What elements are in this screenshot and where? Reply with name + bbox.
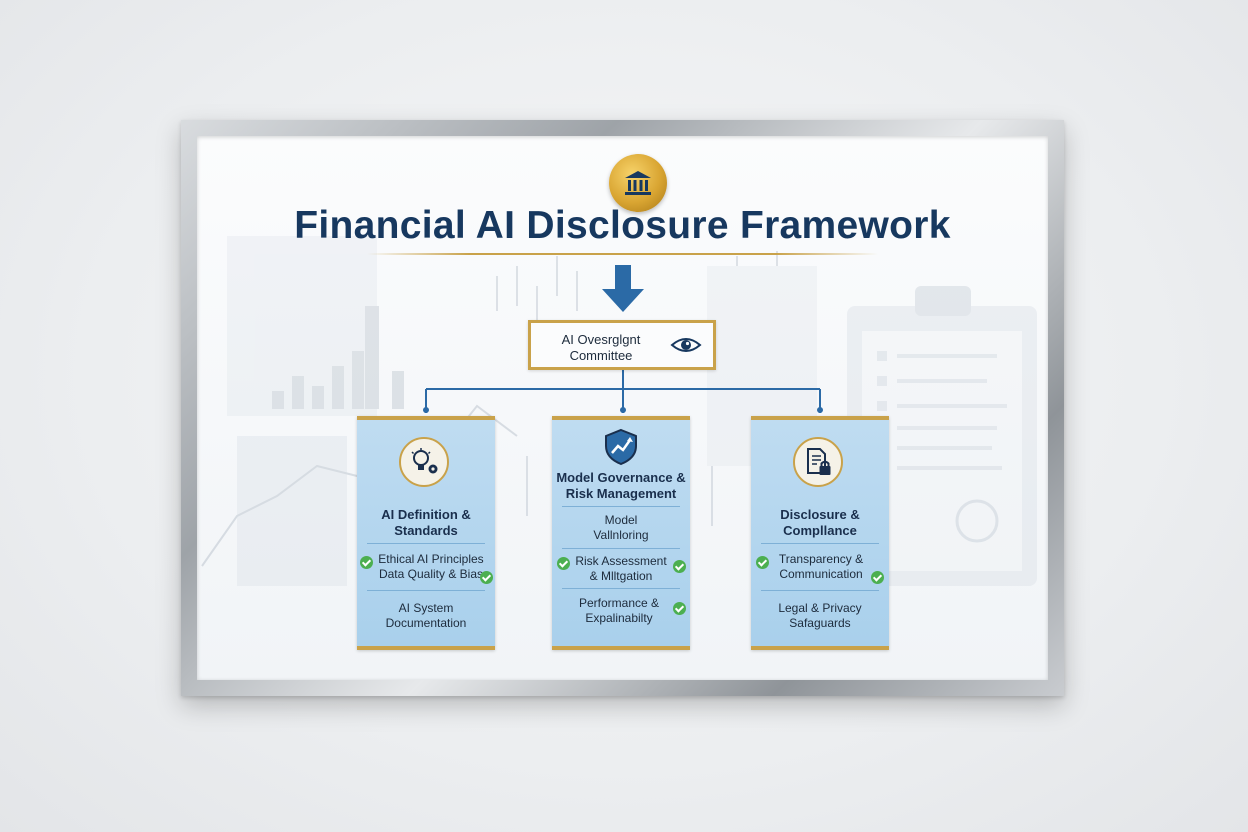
connector-node-right — [817, 407, 823, 413]
check-icon — [673, 560, 686, 573]
pillar-item: Model Vallnloring — [593, 513, 649, 542]
divider — [562, 548, 680, 549]
divider — [562, 588, 680, 589]
oversight-committee-box: AI Ovesrglgnt Committee — [528, 320, 716, 370]
divider — [562, 506, 680, 507]
pillar-item: Legal & Privacy Safaguards — [778, 601, 862, 630]
check-icon — [871, 571, 884, 584]
pillar-title: AI Definition & Standards — [381, 507, 471, 538]
pillar-title: Disclosure & Compllance — [780, 507, 860, 538]
divider — [367, 590, 485, 591]
pillar-item: Transparency & Communication — [778, 552, 864, 581]
flow-connectors — [423, 265, 823, 413]
pillar-item: AI System Documentation — [385, 601, 467, 630]
check-icon — [360, 556, 373, 569]
title-divider — [367, 253, 878, 255]
check-icon — [673, 602, 686, 615]
pillar-card-model-governance: Model Governance & Risk Management Model… — [552, 416, 690, 650]
check-icon — [557, 557, 570, 570]
connector-node-left — [423, 407, 429, 413]
lightbulb-gear-icon — [399, 437, 449, 487]
pillar-item: Risk Assessment & Mlltgation — [575, 554, 667, 583]
down-arrow-shaft — [615, 265, 631, 291]
bank-building-icon — [609, 154, 667, 212]
whiteboard: Financial AI Disclosure Framework AI Ove… — [197, 136, 1048, 680]
pillar-card-ai-definition: AI Definition & Standards Ethical AI Pri… — [357, 416, 495, 650]
divider — [367, 543, 485, 544]
committee-label: AI Ovesrglgnt Committee — [561, 332, 641, 363]
whiteboard-frame: Financial AI Disclosure Framework AI Ove… — [181, 120, 1064, 696]
pillar-title: Model Governance & Risk Management — [556, 470, 686, 501]
divider — [761, 543, 879, 544]
pillar-card-disclosure-compliance: Disclosure & Compllance Transparency & C… — [751, 416, 889, 650]
document-lock-icon — [793, 437, 843, 487]
down-arrow-head — [602, 289, 644, 312]
page-title: Financial AI Disclosure Framework — [294, 204, 951, 247]
divider — [761, 590, 879, 591]
eye-icon — [670, 338, 702, 352]
pillar-item: Ethical AI Principles Data Quality & Bia… — [378, 552, 484, 581]
pillar-item: Performance & Expalinabilty — [578, 596, 660, 625]
connector-node-middle — [620, 407, 626, 413]
check-icon — [756, 556, 769, 569]
check-icon — [480, 571, 493, 584]
shield-chart-icon — [601, 428, 641, 468]
